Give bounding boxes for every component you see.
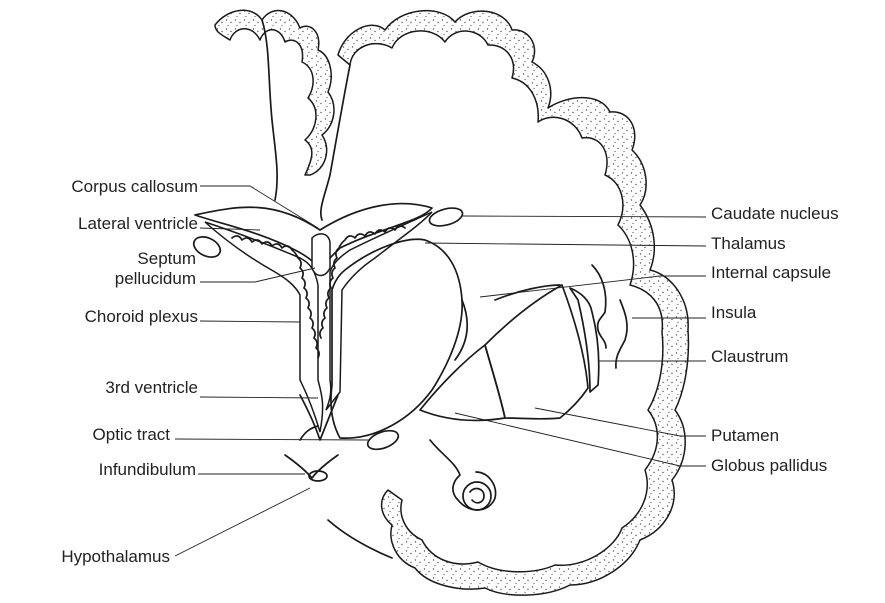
label-septum-line2: pellucidum	[115, 269, 196, 288]
label-globus-pallidus: Globus pallidus	[711, 456, 827, 475]
label-infundibulum: Infundibulum	[99, 460, 196, 479]
label-claustrum: Claustrum	[711, 347, 788, 366]
label-optic-tract: Optic tract	[93, 425, 171, 444]
label-caudate-nucleus: Caudate nucleus	[711, 204, 839, 223]
caudate-nucleus-right	[428, 205, 465, 229]
label-hypothalamus: Hypothalamus	[61, 547, 170, 566]
septum-pellucidum-shape	[312, 234, 330, 276]
infundibulum-shape	[309, 471, 327, 481]
left-hemisphere-outline	[262, 20, 277, 200]
optic-tract-shape	[365, 427, 401, 453]
leader-thalamus	[425, 243, 706, 246]
leader-lateral-ventricle	[200, 228, 260, 230]
label-insula: Insula	[711, 303, 757, 322]
label-putamen: Putamen	[711, 426, 779, 445]
label-septum-line1: Septum	[137, 249, 196, 268]
label-corpus-callosum: Corpus callosum	[71, 177, 198, 196]
leader-hypothalamus	[175, 488, 310, 556]
globus-pallidus-shape	[420, 345, 505, 420]
label-internal-capsule: Internal capsule	[711, 263, 831, 282]
hippocampus-coil	[463, 482, 491, 510]
right-cortex-band	[338, 11, 688, 595]
hippocampus-region	[430, 440, 496, 510]
leader-optic-tract	[175, 439, 370, 440]
hypothalamus-region	[285, 426, 338, 478]
label-lateral-ventricle: Lateral ventricle	[78, 214, 198, 233]
leader-choroid-plexus	[200, 321, 300, 322]
hippocampus-inner-coil	[470, 489, 484, 503]
temporal-lobe-edge	[328, 520, 392, 558]
label-third-ventricle: 3rd ventricle	[105, 378, 198, 397]
label-choroid-plexus: Choroid plexus	[85, 307, 198, 326]
claustrum-shape	[570, 288, 599, 392]
left-gyri-cortex	[215, 10, 334, 175]
label-thalamus: Thalamus	[711, 234, 786, 253]
right-hemisphere	[321, 11, 689, 595]
leader-caudate-nucleus	[462, 216, 706, 217]
left-hemisphere-fragment	[215, 10, 334, 200]
